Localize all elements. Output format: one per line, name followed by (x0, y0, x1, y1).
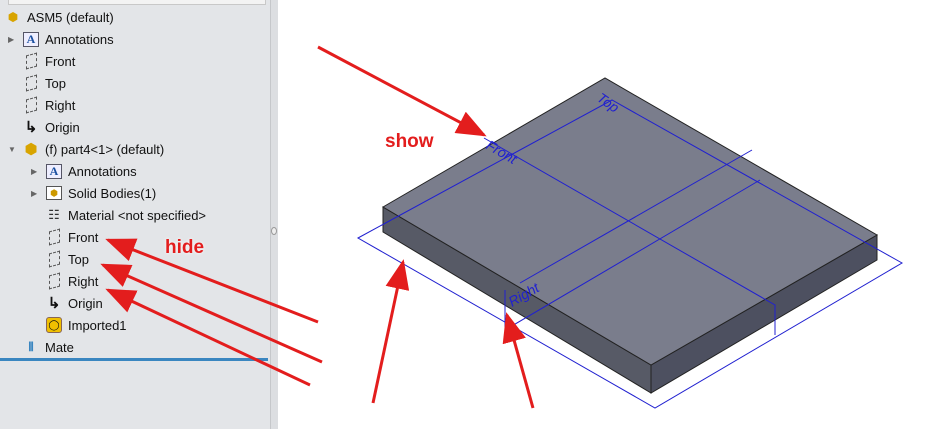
arrow-hide-front (105, 238, 319, 324)
tree-root-asm5[interactable]: ⬢ ASM5 (default) (4, 6, 114, 28)
origin-icon: ↳ (47, 295, 61, 312)
arrow-hide-right (105, 288, 311, 387)
tree-item[interactable]: ☷ Material <not specified> (31, 204, 206, 226)
tree-item[interactable]: Top (8, 72, 66, 94)
tree-item-label: Solid Bodies(1) (68, 185, 157, 201)
material-icon: ☷ (48, 207, 60, 222)
tree-item[interactable]: ▼ ⬢ (f) part4<1> (default) (8, 138, 164, 160)
mate-icon: ⫴ (28, 339, 34, 354)
tree-item[interactable]: Right (31, 270, 98, 292)
tree-item-label: Top (68, 251, 89, 267)
tree-item-label: (f) part4<1> (default) (45, 141, 165, 157)
part-icon: ⬢ (24, 141, 38, 158)
rollback-bar[interactable] (0, 358, 268, 361)
annotations-icon: A (45, 162, 63, 180)
folder-icon: ⬢ (45, 184, 63, 202)
panel-splitter[interactable] (270, 0, 278, 429)
top-plane (356, 99, 904, 409)
annotation-show: show (385, 131, 434, 152)
annotation-hide: hide (165, 237, 205, 258)
tree-item[interactable]: Top (31, 248, 89, 270)
imported-body-icon: ◯ (45, 316, 63, 334)
collapse-arrow-icon[interactable]: ▼ (8, 144, 16, 154)
tree-item-label: Origin (45, 119, 80, 135)
annotations-icon: A (22, 30, 40, 48)
expand-arrow-icon[interactable]: ▶ (31, 188, 38, 198)
tree-item-label: Front (45, 53, 76, 69)
tree-item[interactable]: ▶ ⬢ Solid Bodies(1) (31, 182, 156, 204)
arrow-hide-top (100, 263, 323, 364)
tree-item-label: Imported1 (68, 317, 127, 333)
tree-item[interactable]: ◯ Imported1 (31, 314, 127, 336)
right-plane-line (519, 149, 753, 284)
tree-item[interactable]: Right (8, 94, 75, 116)
expand-arrow-icon[interactable]: ▶ (31, 166, 38, 176)
tree-item-label: Right (68, 273, 99, 289)
tree-item-mate[interactable]: ⫴ Mate (22, 336, 73, 358)
arrow-plane-corner (371, 259, 410, 404)
tree-item[interactable]: ▶ A Annotations (31, 160, 137, 182)
arrow-right-plane (502, 312, 535, 409)
tree-item[interactable]: ↳ Origin (31, 292, 103, 314)
right-plane (504, 179, 761, 331)
tree-filter-bar[interactable] (8, 0, 266, 5)
tree-item-label: Top (45, 75, 66, 91)
tree-item[interactable]: ▶ A Annotations (8, 28, 114, 50)
splitter-grip[interactable] (271, 227, 277, 235)
tree-item-label: Annotations (45, 31, 114, 47)
tree-item-label: Origin (68, 295, 103, 311)
tree-item-label: Front (68, 229, 99, 245)
tree-item[interactable]: ↳ Origin (8, 116, 80, 138)
tree-item[interactable]: Front (8, 50, 75, 72)
tree-item-label: Right (45, 97, 76, 113)
expand-arrow-icon[interactable]: ▶ (8, 34, 15, 44)
arrow-show (317, 45, 487, 137)
tree-item-label: Material <not specified> (68, 207, 207, 223)
origin-icon: ↳ (24, 119, 38, 136)
front-plane (483, 137, 776, 335)
assembly-icon: ⬢ (7, 10, 19, 24)
tree-item-label: Annotations (68, 163, 137, 179)
tree-item[interactable]: Front (31, 226, 98, 248)
